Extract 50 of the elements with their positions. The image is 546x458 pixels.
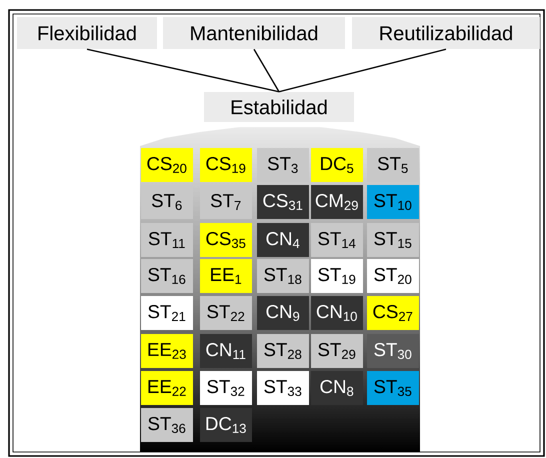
quality-box: Estabilidad [204,92,354,122]
code-cell: ST$_{29}$ [311,334,363,368]
code-cell: CN$_{10}$ [311,296,363,330]
node-label: ST$_{5}$ [378,156,408,174]
code-cell: DC$_{5}$ [311,148,363,182]
code-cell: ST$_{33}$ [257,371,309,405]
node-label: ST$_{3}$ [268,156,298,174]
code-cell: CN$_{9}$ [257,296,309,330]
code-cell: ST$_{30}$ [367,334,419,368]
code-cell: CS$_{20}$ [141,148,193,182]
node-label: ST$_{6}$ [152,194,182,210]
node-label: ST$_{7}$ [210,194,241,210]
code-cell: ST$_{22}$ [200,296,252,330]
code-cell: CS$_{19}$ [200,148,252,182]
code-cell: ST$_{5}$ [367,148,419,182]
code-cell: CS$_{27}$ [367,296,419,330]
code-cell: CM$_{29}$ [311,185,363,219]
code-cell: CS$_{31}$ [257,185,309,219]
connector-line [253,48,280,92]
code-cell: CS$_{35}$ [200,223,252,257]
quality-box: Mantenibilidad [163,17,345,49]
code-cell: ST$_{15}$ [367,223,419,257]
code-cell: ST$_{14}$ [311,223,363,257]
code-cell: ST$_{11}$ [141,223,193,257]
code-cell: ST$_{6}$ [141,185,193,219]
code-cell: CN$_{4}$ [257,223,309,257]
code-cell: ST$_{18}$ [257,259,309,293]
code-cell: ST$_{10}$ [367,185,419,219]
code-cell: EE$_{22}$ [141,371,193,405]
code-cell: ST$_{20}$ [367,259,419,293]
code-cell: ST$_{19}$ [311,259,363,293]
quality-box: Flexibilidad [17,17,157,49]
connector-line [86,48,280,92]
code-cell: EE$_{23}$ [141,334,193,368]
quality-box: Reutilizabilidad [352,17,540,49]
code-cell: ST$_{32}$ [200,371,252,405]
code-cell: ST$_{16}$ [141,259,193,293]
code-cell: ST$_{35}$ [367,371,419,405]
node-label: ST$_{21}$ [148,305,186,321]
code-cell: DC$_{13}$ [200,408,252,442]
code-cell: ST$_{36}$ [141,408,193,442]
code-cell: CN$_{8}$ [311,371,363,405]
code-cell: EE$_{1}$ [200,259,252,293]
code-cell: ST$_{3}$ [257,148,309,182]
code-cell: ST$_{21}$ [141,296,193,330]
node-label: ST$_{20}$ [374,268,412,284]
code-cell: CN$_{11}$ [200,334,252,368]
connector-line [278,48,446,92]
code-cell: ST$_{7}$ [200,185,252,219]
code-cell: ST$_{28}$ [257,334,309,368]
